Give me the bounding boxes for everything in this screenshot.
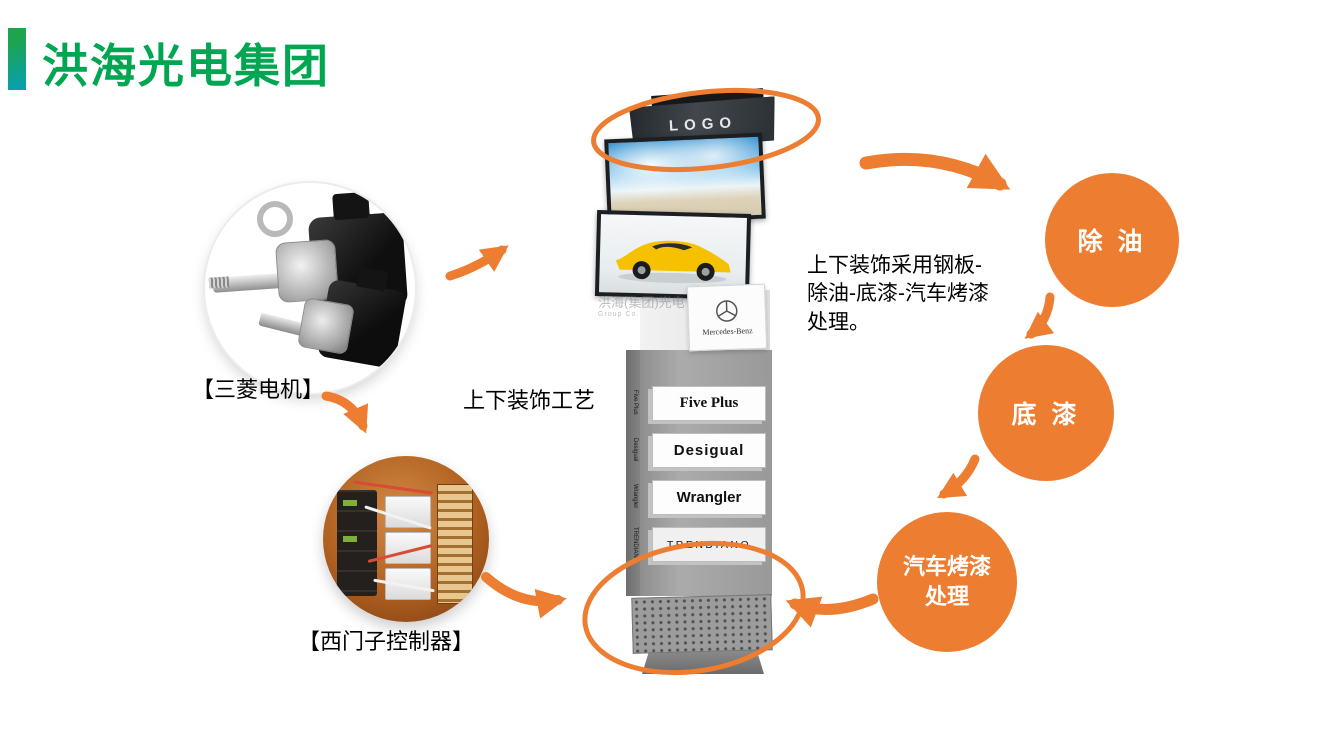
- brand-panel: TRENDIANO: [652, 527, 766, 562]
- brand-side-label: Five Plus: [632, 390, 638, 415]
- arrow-top-to-degrease: [859, 152, 1011, 191]
- watermark-subtext: Group Co.: [598, 310, 640, 318]
- siemens-controller-photo: [323, 456, 489, 622]
- controller-caption: 【西门子控制器】: [298, 629, 475, 654]
- motor-flange: [297, 297, 355, 355]
- tower-side-face: [626, 350, 641, 596]
- brand-panel: Wrangler: [652, 480, 766, 515]
- brand-side-label: TRENDIANO: [632, 527, 638, 560]
- watermark-text: 洪海(集团)光电: [598, 295, 685, 310]
- step-bake-paint: 汽车烤漆 处理: [877, 512, 1017, 652]
- motor-shaft-tip: [208, 276, 230, 289]
- relay-block: [385, 496, 431, 528]
- process-description: 上下装饰采用钢板- 除油-底漆-汽车烤漆 处理。: [807, 254, 989, 334]
- mercedes-panel: Mercedes-Benz: [686, 283, 768, 352]
- title-accent-bar: [8, 28, 26, 90]
- hoist-ring: [257, 201, 293, 237]
- controller-label-strip: [343, 500, 357, 506]
- motor-caption: 【三菱电机】: [192, 377, 325, 402]
- arrow-controller-to-tower: [481, 572, 567, 619]
- mercedes-label: Mercedes-Benz: [702, 326, 753, 337]
- arrow-degrease-to-primer: [1024, 292, 1055, 339]
- motor-connector: [332, 191, 370, 221]
- arrow-bake-to-tower: [785, 593, 879, 628]
- arrow-primer-to-bake: [937, 454, 980, 499]
- brand-side-label: Wrangler: [632, 484, 638, 509]
- terminal-strip: [437, 484, 473, 604]
- controller-label-strip: [343, 536, 357, 542]
- brand-panel: Five Plus: [652, 386, 766, 421]
- mercedes-star-icon: [716, 300, 738, 322]
- step-primer: 底 漆: [978, 345, 1114, 481]
- page-title: 洪海光电集团: [42, 40, 330, 92]
- brand-panel: Desigual: [652, 433, 766, 468]
- step-degrease: 除 油: [1045, 173, 1179, 307]
- watermark: 洪海(集团)光电 Group Co.: [598, 295, 748, 319]
- arrow-motor-to-controller: [321, 391, 369, 434]
- mitsubishi-motor-photo: [205, 183, 415, 393]
- process-caption: 上下装饰工艺: [463, 388, 596, 413]
- arrow-motor-to-tower: [445, 245, 509, 281]
- brand-side-label: Desigual: [632, 437, 638, 462]
- logo-text: LOGO: [668, 113, 738, 135]
- tower-base: [642, 650, 764, 674]
- yellow-car-graphic: [615, 240, 731, 284]
- ventilation-grille: [631, 594, 773, 654]
- screen-car: [594, 209, 752, 301]
